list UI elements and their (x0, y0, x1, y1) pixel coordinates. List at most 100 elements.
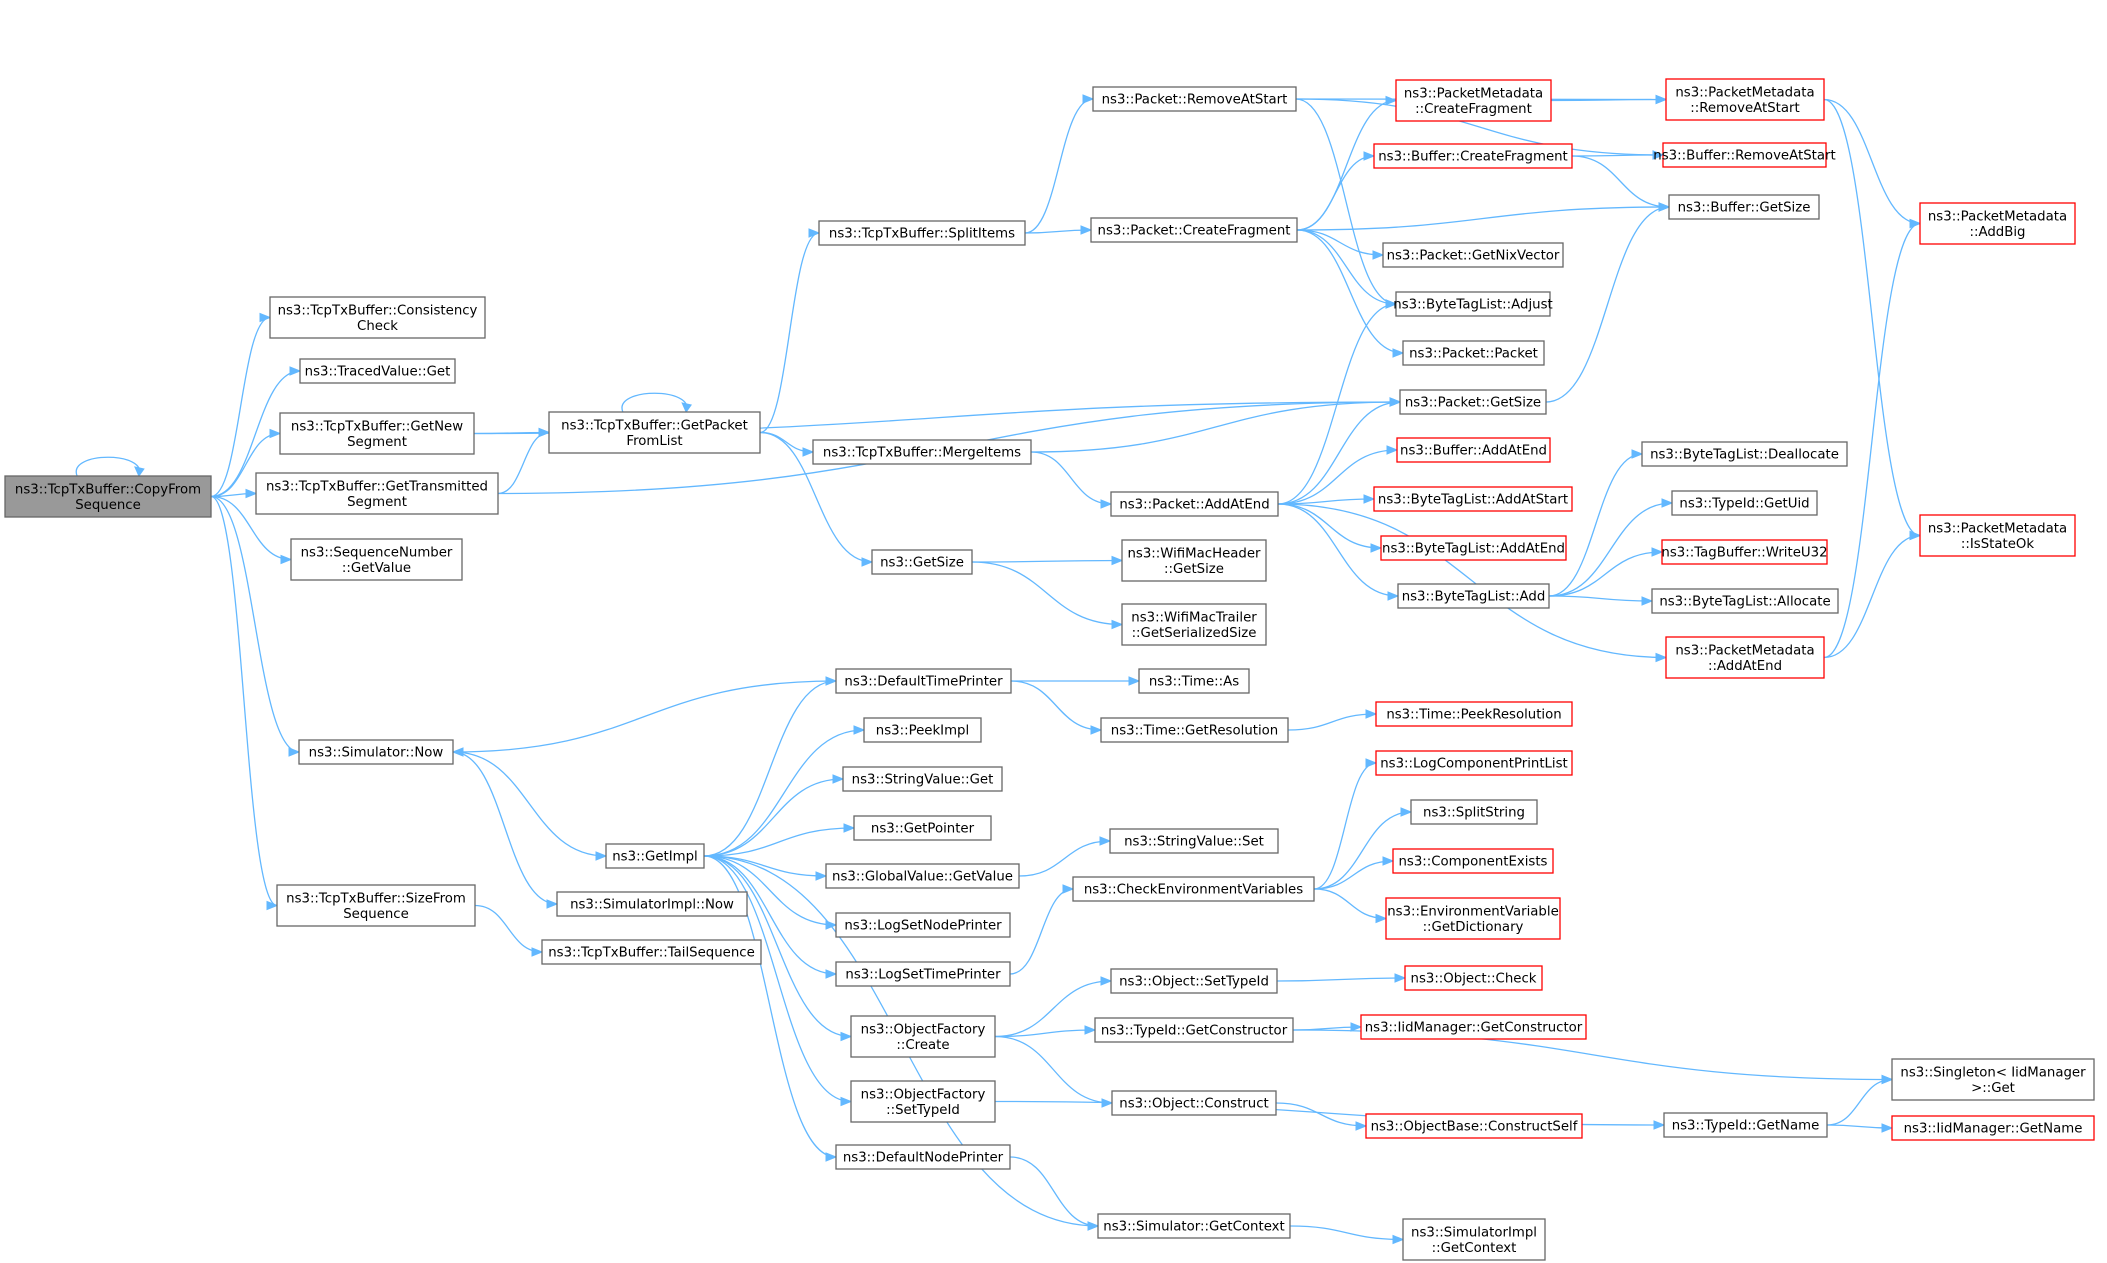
call-edge (1313, 888, 1388, 924)
edge-line (703, 827, 855, 857)
edge-arrowhead (451, 747, 464, 757)
node-get-pointer[interactable]: ns3::GetPointer (853, 815, 992, 841)
node-objfactory-settypeid[interactable]: ns3::ObjectFactory::SetTypeId (850, 1080, 996, 1123)
node-tagbuffer-writeu32[interactable]: ns3::TagBuffer::WriteU32 (1661, 539, 1828, 565)
node-bytetaglist-allocate[interactable]: ns3::ByteTagList::Allocate (1651, 588, 1839, 614)
node-object-construct[interactable]: ns3::Object::Construct (1111, 1090, 1277, 1116)
node-log-set-node-printer[interactable]: ns3::LogSetNodePrinter (835, 912, 1011, 938)
node-log-set-time-printer[interactable]: ns3::LogSetTimePrinter (835, 961, 1011, 987)
node-buffer-removeatstart[interactable]: ns3::Buffer::RemoveAtStart (1653, 142, 1836, 168)
node-seqnum-getvalue[interactable]: ns3::SequenceNumber::GetValue (290, 538, 463, 581)
node-default-node-printer[interactable]: ns3::DefaultNodePrinter (835, 1144, 1011, 1170)
node-simimpl-now[interactable]: ns3::SimulatorImpl::Now (556, 891, 748, 917)
node-traced-get[interactable]: ns3::TracedValue::Get (299, 358, 456, 384)
node-pm-isstateok[interactable]: ns3::PacketMetadata::IsStateOk (1919, 514, 2076, 557)
edge-arrowhead (1080, 225, 1093, 235)
node-default-time-printer[interactable]: ns3::DefaultTimePrinter (835, 668, 1012, 694)
edge-arrowhead (1363, 494, 1376, 504)
node-typeid-getconstructor[interactable]: ns3::TypeId::GetConstructor (1094, 1017, 1294, 1043)
node-pm-addatend[interactable]: ns3::PacketMetadata::AddAtEnd (1665, 636, 1825, 679)
node-simulator-getcontext[interactable]: ns3::Simulator::GetContext (1097, 1213, 1291, 1239)
node-box (835, 912, 1011, 938)
node-merge-items[interactable]: ns3::TcpTxBuffer::MergeItems (812, 439, 1032, 465)
node-label: ns3::DefaultTimePrinter (844, 675, 1003, 690)
node-pm-createfragment[interactable]: ns3::PacketMetadata::CreateFragment (1395, 79, 1552, 122)
node-typeid-getname[interactable]: ns3::TypeId::GetName (1663, 1112, 1828, 1138)
node-env-var-getdict[interactable]: ns3::EnvironmentVariable::GetDictionary (1385, 897, 1561, 940)
node-box (1097, 1213, 1291, 1239)
node-pm-removeatstart[interactable]: ns3::PacketMetadata::RemoveAtStart (1665, 78, 1825, 121)
edge-line (1276, 977, 1406, 982)
edge-arrowhead (1385, 299, 1398, 309)
node-split-items[interactable]: ns3::TcpTxBuffer::SplitItems (818, 220, 1026, 246)
node-time-as[interactable]: ns3::Time::As (1138, 668, 1250, 694)
node-simulator-now[interactable]: ns3::Simulator::Now (298, 739, 454, 765)
edge-arrowhead (1365, 758, 1378, 768)
edge-line (1313, 888, 1387, 920)
node-iidmanager-getconstructor[interactable]: ns3::IidManager::GetConstructor (1360, 1014, 1587, 1040)
node-pm-addbig[interactable]: ns3::PacketMetadata::AddBig (1919, 202, 2076, 245)
node-check-env-vars[interactable]: ns3::CheckEnvironmentVariables (1072, 876, 1315, 902)
node-packet-addatend[interactable]: ns3::Packet::AddAtEnd (1110, 491, 1279, 517)
call-edge (1296, 229, 1405, 358)
node-peek-impl[interactable]: ns3::PeekImpl (863, 717, 982, 743)
edge-arrowhead (134, 466, 145, 478)
call-edge (994, 1035, 1114, 1108)
node-label: ns3::TcpTxBuffer::GetNew (291, 419, 463, 434)
node-label: ns3::ByteTagList::Add (1402, 590, 1546, 605)
node-time-peekresolution[interactable]: ns3::Time::PeekResolution (1375, 701, 1573, 727)
node-box (850, 1080, 996, 1123)
node-buffer-addatend[interactable]: ns3::Buffer::AddAtEnd (1396, 437, 1551, 463)
edge-line (1296, 229, 1397, 305)
node-buffer-createfragment[interactable]: ns3::Buffer::CreateFragment (1373, 143, 1573, 169)
node-split-string[interactable]: ns3::SplitString (1410, 799, 1538, 825)
node-object-settypeid[interactable]: ns3::Object::SetTypeId (1110, 968, 1278, 994)
node-objectbase-constructself[interactable]: ns3::ObjectBase::ConstructSelf (1365, 1113, 1583, 1139)
node-bytetaglist-add[interactable]: ns3::ByteTagList::Add (1397, 583, 1550, 609)
node-log-component-print-list[interactable]: ns3::LogComponentPrintList (1375, 750, 1573, 776)
node-simimpl-getcontext[interactable]: ns3::SimulatorImpl::GetContext (1402, 1218, 1546, 1261)
node-tail-sequence[interactable]: ns3::TcpTxBuffer::TailSequence (541, 939, 762, 965)
node-bytetaglist-deallocate[interactable]: ns3::ByteTagList::Deallocate (1641, 441, 1848, 467)
node-packet-getnixvector[interactable]: ns3::Packet::GetNixVector (1382, 242, 1564, 268)
node-label: ::GetSize (1164, 562, 1224, 577)
node-wifimactrailer-getsersize[interactable]: ns3::WifiMacTrailer::GetSerializedSize (1121, 603, 1267, 646)
edge-line (497, 431, 550, 495)
node-objfactory-create[interactable]: ns3::ObjectFactory::Create (850, 1015, 996, 1058)
node-globalvalue-getvalue[interactable]: ns3::GlobalValue::GetValue (825, 863, 1020, 889)
node-typeid-getuid[interactable]: ns3::TypeId::GetUid (1671, 490, 1818, 516)
edge-arrowhead (1111, 619, 1124, 630)
node-getimpl[interactable]: ns3::GetImpl (605, 843, 705, 869)
call-edge (1277, 397, 1402, 505)
node-object-check[interactable]: ns3::Object::Check (1404, 965, 1543, 991)
node-time-getresolution[interactable]: ns3::Time::GetResolution (1100, 717, 1289, 743)
node-bytetaglist-adjust[interactable]: ns3::ByteTagList::Adjust (1393, 291, 1553, 317)
node-packet-removeatstart[interactable]: ns3::Packet::RemoveAtStart (1092, 86, 1297, 112)
node-ns3-getsize[interactable]: ns3::GetSize (871, 549, 973, 575)
node-label: Sequence (343, 907, 409, 922)
node-stringvalue-set[interactable]: ns3::StringValue::Set (1109, 828, 1279, 854)
node-stringvalue-get[interactable]: ns3::StringValue::Get (842, 766, 1003, 792)
node-component-exists[interactable]: ns3::ComponentExists (1392, 848, 1554, 874)
node-label: ::IsStateOk (1961, 537, 2034, 552)
node-box (1382, 242, 1564, 268)
node-iidmanager-getname[interactable]: ns3::IidManager::GetName (1891, 1115, 2095, 1141)
node-bytetaglist-addatstart[interactable]: ns3::ByteTagList::AddAtStart (1373, 486, 1573, 512)
node-buffer-getsize[interactable]: ns3::Buffer::GetSize (1668, 194, 1820, 220)
node-packet-createfragment[interactable]: ns3::Packet::CreateFragment (1090, 217, 1298, 243)
node-packet-getsize[interactable]: ns3::Packet::GetSize (1399, 389, 1547, 415)
node-box (1380, 535, 1567, 561)
node-singleton-get[interactable]: ns3::Singleton< IidManager >::Get (1891, 1058, 2095, 1101)
edge-arrowhead (1881, 1123, 1894, 1133)
edge-line (210, 495, 300, 753)
node-wifimacheader-getsize[interactable]: ns3::WifiMacHeader::GetSize (1121, 539, 1267, 582)
node-bytetaglist-addatend[interactable]: ns3::ByteTagList::AddAtEnd (1380, 535, 1567, 561)
node-packet-packet[interactable]: ns3::Packet::Packet (1402, 340, 1545, 366)
call-edge (1823, 98, 1922, 229)
